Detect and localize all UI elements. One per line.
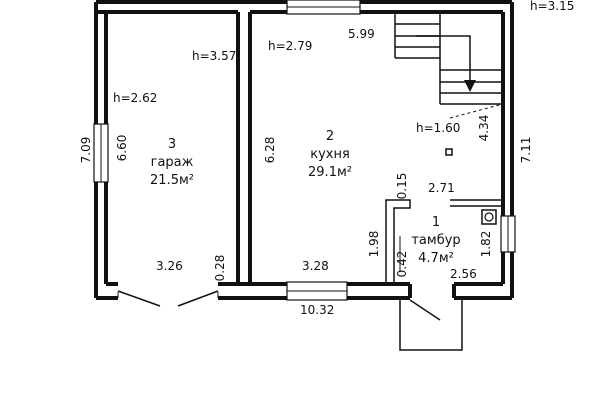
room-3-name: гараж <box>151 155 194 170</box>
room-2-number: 2 <box>326 129 334 144</box>
height-kitchen: h=2.79 <box>268 39 312 53</box>
garage-door-leaf-right <box>177 290 219 307</box>
room-2-name: кухня <box>310 147 350 162</box>
dim-garage-inner-height: 6.60 <box>115 135 129 162</box>
dim-vestibule-height: 1.98 <box>367 231 381 258</box>
room-2-area: 29.1м² <box>308 165 352 180</box>
stair-direction-line <box>416 35 471 88</box>
dim-vestibule-width: 2.56 <box>450 267 477 281</box>
staircase <box>394 12 504 119</box>
room-3-area: 21.5м² <box>150 173 194 188</box>
garage-doors <box>117 290 219 307</box>
entry-door-swing <box>409 299 441 321</box>
height-garage-top: h=3.57 <box>192 49 236 63</box>
dimension-lines <box>117 236 401 298</box>
garage-door-leaf-left <box>117 290 161 307</box>
height-labels: h=3.57 h=2.62 h=2.79 h=1.60 h=3.15 <box>113 0 574 135</box>
dim-kitchen-top-width: 5.99 <box>348 27 375 41</box>
dim-vestibule-top-width: 2.71 <box>428 181 455 195</box>
room-3-number: 3 <box>168 137 176 152</box>
fixtures <box>445 148 497 225</box>
height-garage-left: h=2.62 <box>113 91 157 105</box>
interior-walls <box>236 12 503 284</box>
dim-stair-height: 4.34 <box>477 115 491 142</box>
windows <box>93 0 516 301</box>
room-1-area: 4.7м² <box>418 251 454 266</box>
vestibule-left-partition <box>385 199 411 284</box>
dim-garage-door-pier: 0.28 <box>213 255 227 282</box>
boiler-icon <box>481 209 497 225</box>
dim-overall-width: 10.32 <box>300 303 334 317</box>
room-1-name: тамбур <box>411 233 460 248</box>
height-top-right: h=3.15 <box>530 0 574 13</box>
dim-vestibule-partition: 0.15 <box>395 173 409 200</box>
dim-vestibule-pier: 0.42 <box>395 251 409 278</box>
stair-arrow-icon <box>464 80 476 92</box>
entrance-porch <box>399 299 463 351</box>
kitchen-fixture-icon <box>445 148 453 156</box>
dimension-labels: 10.32 7.09 6.60 3.26 0.28 6.28 5.99 3.28… <box>79 27 533 317</box>
dim-vestibule-right-height: 1.82 <box>479 231 493 258</box>
porch-outline <box>399 300 463 351</box>
height-stair-landing: h=1.60 <box>416 121 460 135</box>
dim-right-outer-height: 7.11 <box>519 137 533 164</box>
dim-kitchen-height: 6.28 <box>263 137 277 164</box>
room-1-number: 1 <box>432 215 440 230</box>
dim-left-outer-height: 7.09 <box>79 137 93 164</box>
dim-garage-width: 3.26 <box>156 259 183 273</box>
room-labels: 3 гараж 21.5м² 2 кухня 29.1м² 1 тамбур 4… <box>150 129 461 266</box>
dim-kitchen-bottom-width: 3.28 <box>302 259 329 273</box>
